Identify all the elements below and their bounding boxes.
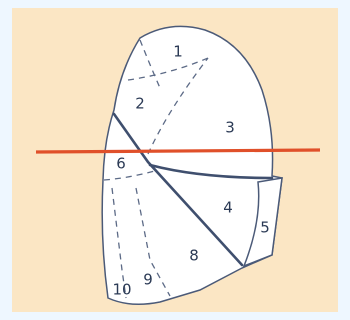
segment-label-6: 6 xyxy=(116,155,126,173)
cut-line xyxy=(36,150,320,152)
segment-label-5: 5 xyxy=(260,219,270,237)
segment-label-2: 2 xyxy=(135,95,145,113)
segment-label-3: 3 xyxy=(225,119,235,137)
segment-label-4: 4 xyxy=(223,199,233,217)
segment-label-8: 8 xyxy=(189,247,199,265)
segment-label-1: 1 xyxy=(173,43,183,61)
segment-label-10: 10 xyxy=(112,281,131,299)
diagram-border-right xyxy=(338,0,350,320)
segment-label-9: 9 xyxy=(143,271,153,289)
diagram-border-bottom xyxy=(0,312,350,320)
